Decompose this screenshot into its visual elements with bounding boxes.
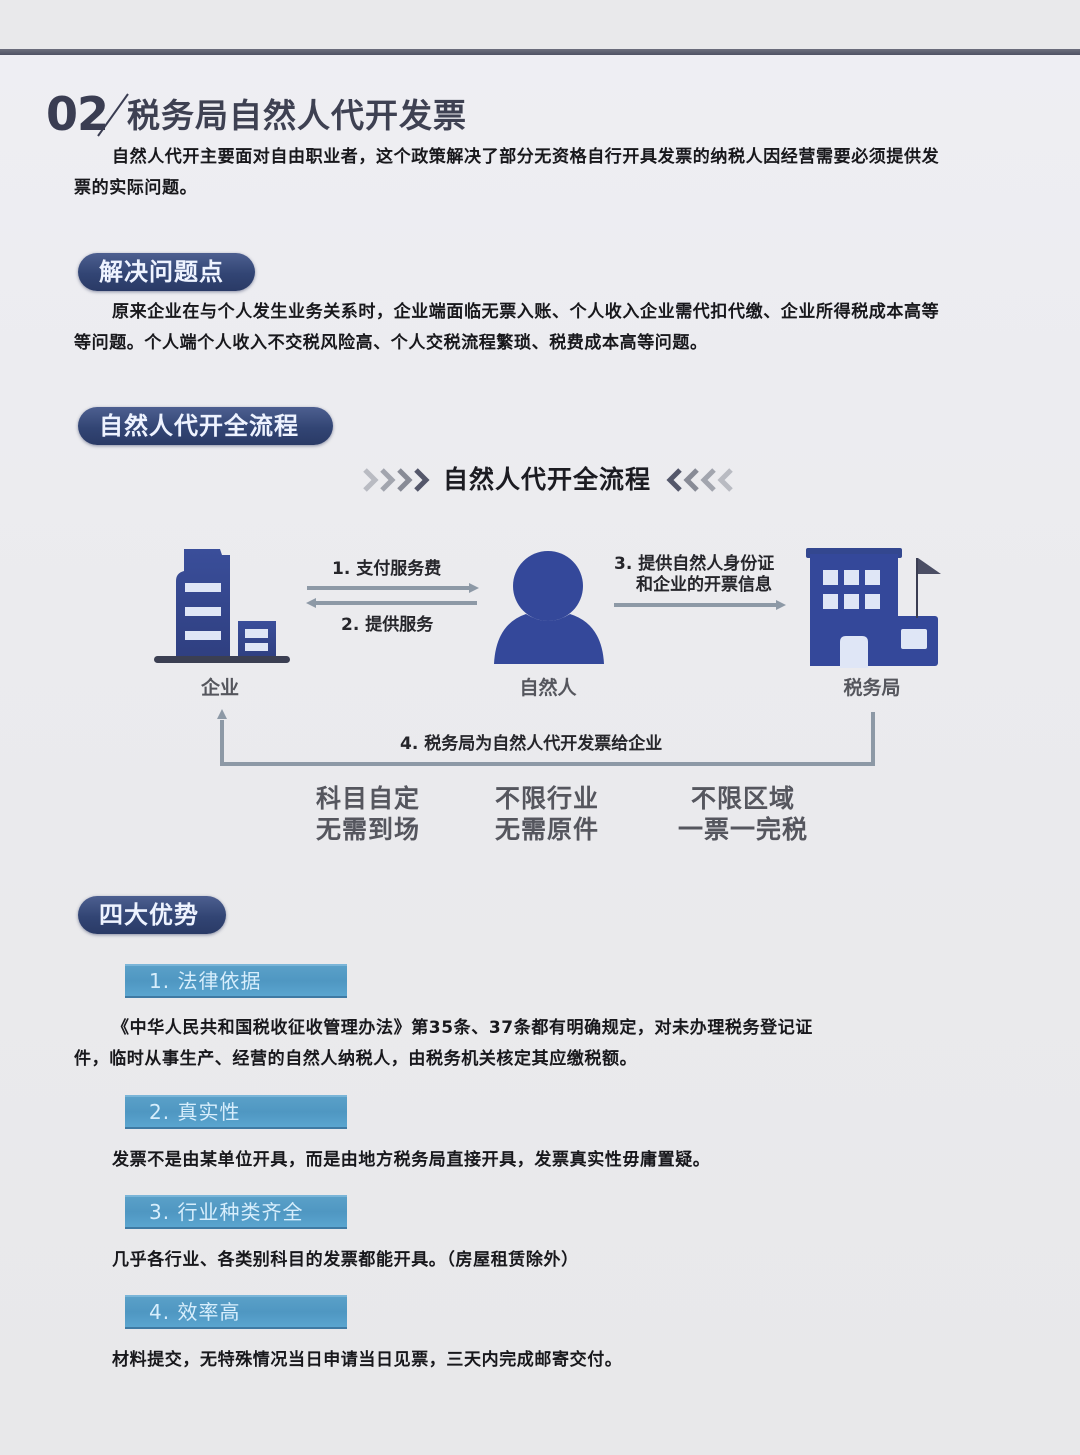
advantage-text-industry-coverage: 几乎各行业、各类别科目的发票都能开具。（房屋租赁除外）: [112, 1250, 579, 1270]
bidirectional-arrows: [306, 583, 479, 608]
step-4-label: 4. 税务局为自然人代开发票给企业: [400, 734, 663, 754]
benefit-item: 不限行业 无需原件: [477, 783, 617, 845]
flow-title: 自然人代开全流程: [443, 465, 652, 494]
benefit-item: 科目自定 无需到场: [298, 783, 438, 845]
government-building-icon: [806, 548, 941, 668]
arrow-right: [614, 600, 786, 610]
benefit-item: 不限区域 一票一完税: [663, 783, 823, 845]
step-3-label-line-2: 和企业的开票信息: [636, 575, 772, 595]
process-section-pill: 自然人代开全流程: [78, 407, 333, 445]
benefit-line-2: 无需原件: [494, 815, 599, 844]
page-title: 税务局自然人代开发票: [127, 96, 467, 135]
node-label-tax-bureau: 税务局: [843, 677, 901, 699]
chevron-right-icon: [363, 468, 379, 492]
advantage-text-authenticity: 发票不是由某单位开具，而是由地方税务局直接开具，发票真实性毋庸置疑。: [112, 1150, 711, 1170]
chevrons-right-decoration: [362, 466, 430, 494]
benefit-line-1: 不限行业: [494, 784, 599, 813]
person-icon: [494, 551, 604, 664]
benefit-line-2: 无需到场: [315, 815, 420, 844]
problems-line-1: 原来企业在与个人发生业务关系时，企业端面临无票入账、个人收入企业需代扣代缴、企业…: [112, 302, 940, 322]
advantage-text-line-1: 《中华人民共和国税收征收管理办法》第35条、37条都有明确规定，对未办理税务登记…: [112, 1018, 813, 1038]
advantage-tag-efficiency: 4. 效率高: [125, 1295, 347, 1329]
chevrons-left-decoration: [666, 466, 734, 494]
problems-section-pill: 解决问题点: [78, 253, 255, 291]
advantage-tag-industry-coverage: 3. 行业种类齐全: [125, 1195, 347, 1229]
chevron-left-icon: [700, 468, 716, 492]
advantage-text-legal-basis: 《中华人民共和国税收征收管理办法》第35条、37条都有明确规定，对未办理税务登记…: [74, 1013, 894, 1075]
advantages-section-pill: 四大优势: [78, 896, 226, 934]
benefit-line-2: 一票一完税: [677, 815, 808, 844]
chevron-left-icon: [683, 468, 699, 492]
chevron-left-icon: [717, 468, 733, 492]
step-3-label-line-1: 3. 提供自然人身份证: [614, 554, 775, 574]
slash-decoration-icon: [97, 93, 129, 137]
intro-line-1: 自然人代开主要面对自由职业者，这个政策解决了部分无资格自行开具发票的纳税人因经营…: [112, 147, 940, 167]
chevron-right-icon: [414, 468, 430, 492]
chevron-right-icon: [380, 468, 396, 492]
intro-line-2: 票的实际问题。: [74, 178, 198, 198]
intro-paragraph: 自然人代开主要面对自由职业者，这个政策解决了部分无资格自行开具发票的纳税人因经营…: [74, 142, 1034, 204]
section-number: 02: [46, 87, 109, 141]
benefit-line-1: 科目自定: [315, 784, 420, 813]
office-building-icon: [154, 549, 290, 663]
problems-line-2: 等问题。个人端个人收入不交税风险高、个人交税流程繁琐、税费成本高等问题。: [74, 333, 708, 353]
node-label-enterprise: 企业: [200, 677, 239, 699]
chevron-left-icon: [666, 468, 682, 492]
advantage-tag-legal-basis: 1. 法律依据: [125, 964, 347, 998]
chevron-right-icon: [397, 468, 413, 492]
top-rule-divider: [0, 49, 1080, 55]
step-2-label: 2. 提供服务: [341, 615, 434, 635]
problems-paragraph: 原来企业在与个人发生业务关系时，企业端面临无票入账、个人收入企业需代扣代缴、企业…: [74, 297, 1044, 359]
node-label-person: 自然人: [519, 677, 577, 699]
step-1-label: 1. 支付服务费: [332, 559, 442, 579]
advantage-tag-authenticity: 2. 真实性: [125, 1095, 347, 1129]
return-arrow: [217, 709, 875, 766]
benefit-line-1: 不限区域: [690, 784, 795, 813]
advantage-text-efficiency: 材料提交，无特殊情况当日申请当日见票，三天内完成邮寄交付。: [112, 1350, 623, 1370]
advantage-text-line-2: 件，临时从事生产、经营的自然人纳税人，由税务机关核定其应缴税额。: [74, 1049, 638, 1069]
